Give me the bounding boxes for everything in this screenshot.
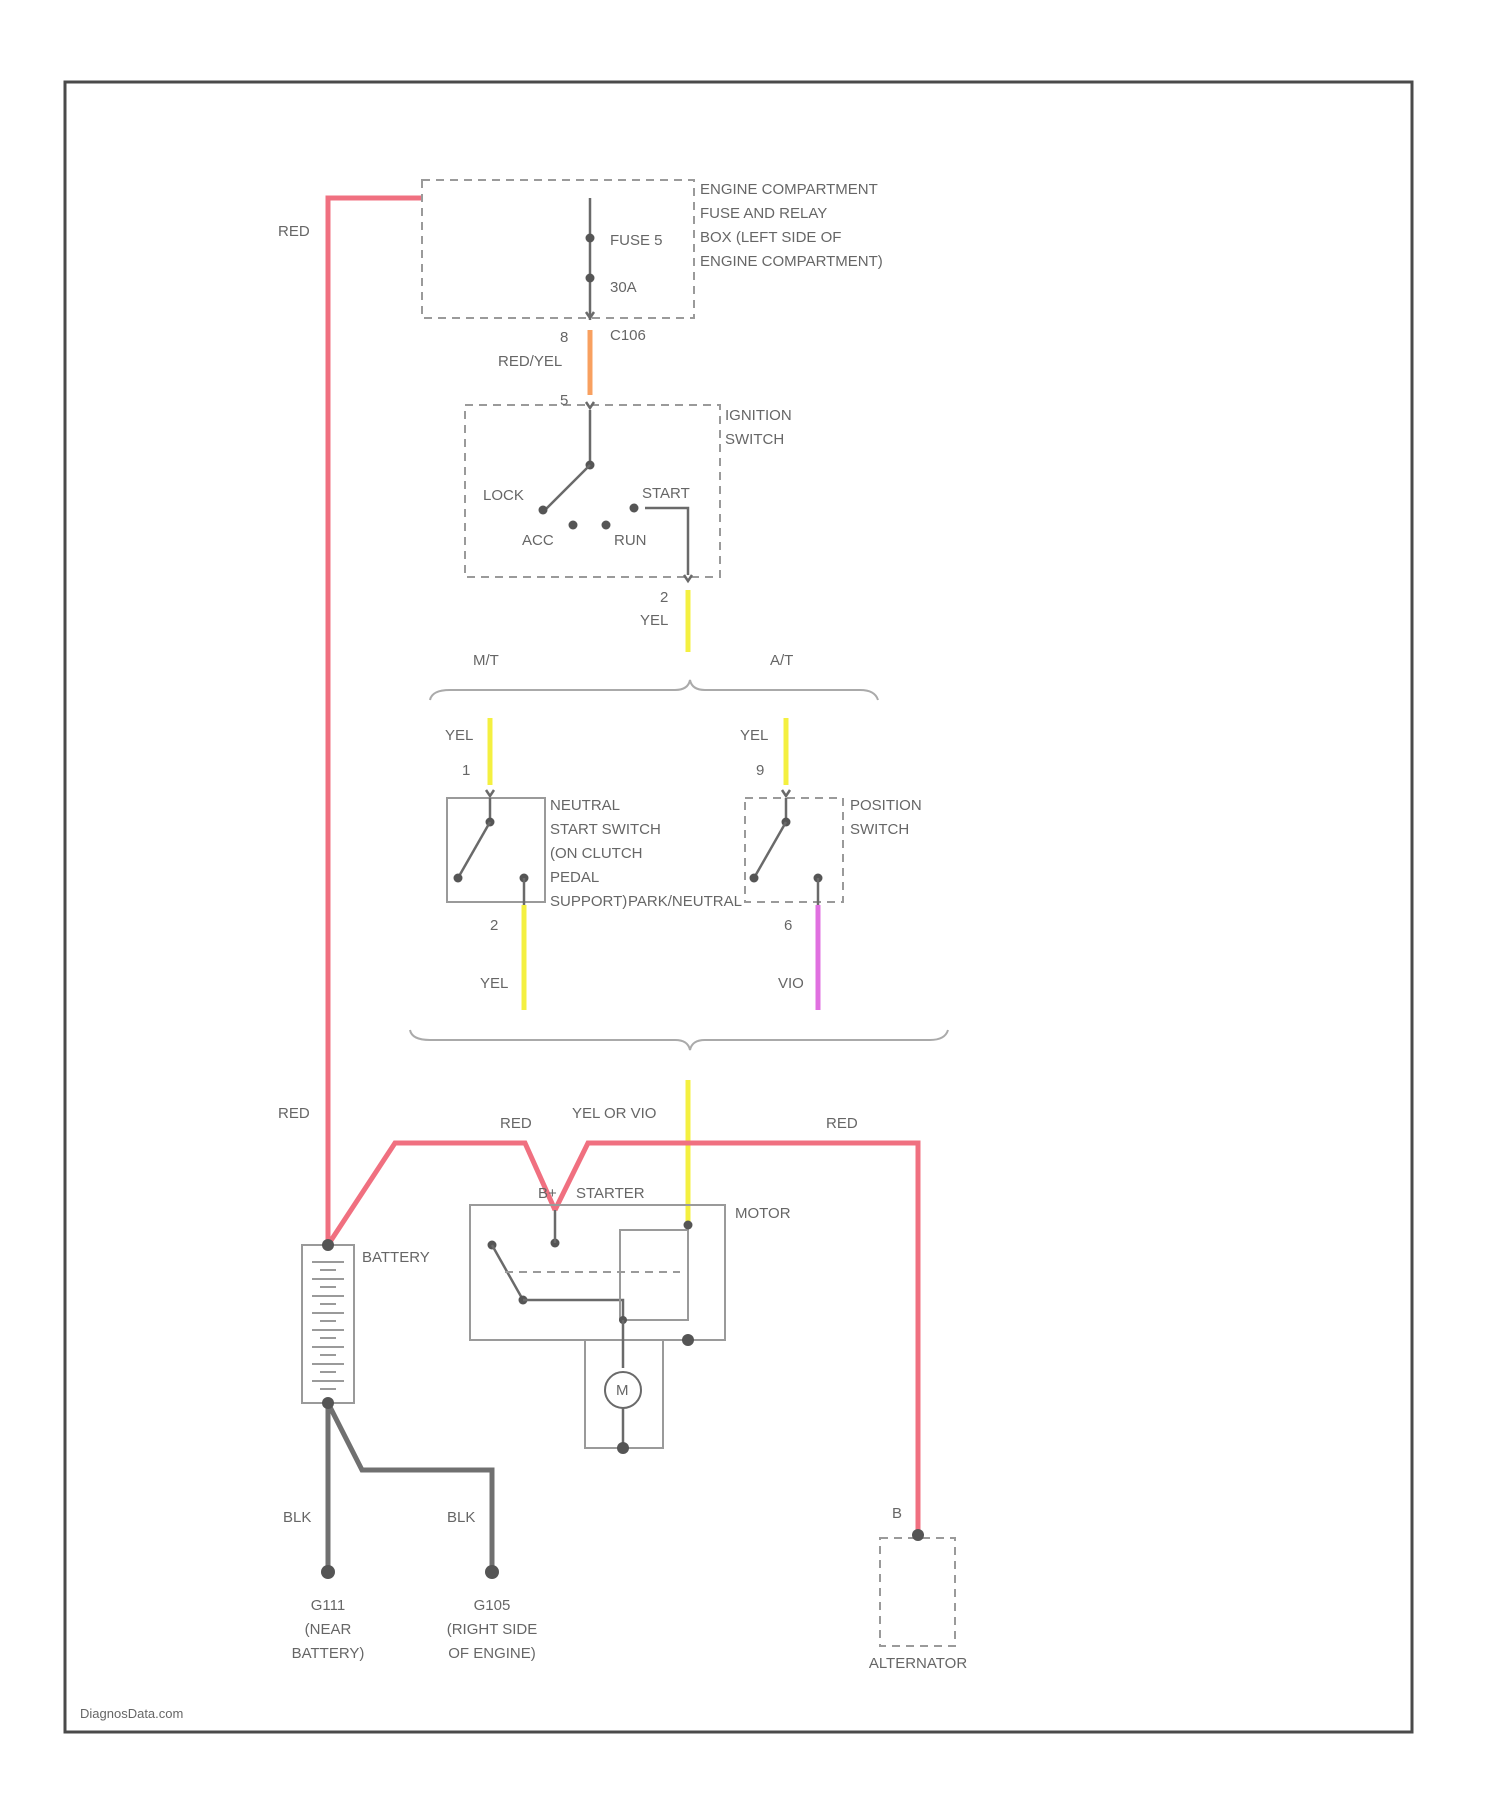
position-label-2: SWITCH [850, 821, 909, 838]
ground-g111-icon [321, 1565, 335, 1579]
variant-split-brace [430, 680, 878, 700]
neutral-start-switch [447, 798, 545, 902]
blk-wire-ground-2 [328, 1403, 492, 1572]
ground-g111-label-1: G111 [311, 1597, 345, 1614]
fuse-box-label-1: ENGINE COMPARTMENT [700, 181, 878, 198]
battery-cells [312, 1262, 344, 1389]
fuse-box [422, 180, 694, 318]
ignition-start-wire [645, 508, 688, 575]
ignition-acc-label: ACC [522, 532, 554, 549]
wire-label-red-battery: RED [278, 1105, 310, 1122]
red-wire-battery-starter [328, 1143, 555, 1245]
ground-g105-label-3: OF ENGINE) [448, 1645, 536, 1662]
fuse-node-top [586, 234, 595, 243]
ignition-lock-label: LOCK [483, 487, 524, 504]
ground-g111-label-2: (NEAR [305, 1621, 352, 1638]
neutral-label-5: SUPPORT) [550, 893, 627, 910]
ignition-label-1: IGNITION [725, 407, 792, 424]
variant-merge-brace [410, 1030, 948, 1050]
position-label-1: POSITION [850, 797, 922, 814]
ground-g105-label-1: G105 [474, 1597, 511, 1614]
footer-watermark: DiagnosData.com [80, 1706, 183, 1721]
position-pin-in: 9 [756, 762, 764, 779]
wire-label-vio: VIO [778, 975, 804, 992]
fuse-box-label-2: FUSE AND RELAY [700, 205, 827, 222]
wire-label-yel-ign: YEL [640, 612, 668, 629]
ignition-label-2: SWITCH [725, 431, 784, 448]
ignition-start-label: START [642, 485, 690, 502]
wire-label-red-top: RED [278, 223, 310, 240]
position-pivot-node [750, 874, 759, 883]
ignition-acc-contact [569, 521, 578, 530]
alternator-terminal-label: B [892, 1505, 902, 1522]
neutral-pivot-node [454, 874, 463, 883]
ignition-connector-out-icon [684, 575, 692, 581]
variant-mt-label: M/T [473, 652, 499, 669]
ground-g105-icon [485, 1565, 499, 1579]
starter-s-terminal [684, 1221, 693, 1230]
wire-label-yel-mt-out: YEL [480, 975, 508, 992]
wire-label-blk-2: BLK [447, 1509, 475, 1526]
neutral-pin-in: 1 [462, 762, 470, 779]
ignition-lock-contact [539, 506, 548, 515]
fuse-pin-out: 8 [560, 329, 568, 346]
position-pin-out: 6 [784, 917, 792, 934]
position-switch [745, 798, 843, 902]
battery-positive-terminal [322, 1239, 334, 1251]
fuse-rating: 30A [610, 279, 637, 296]
ignition-pin-out: 2 [660, 589, 668, 606]
neutral-switch-arm [458, 822, 490, 878]
starter-label: STARTER [576, 1185, 645, 1202]
ground-g111-label-3: BATTERY) [292, 1645, 365, 1662]
ground-g105-label-2: (RIGHT SIDE [447, 1621, 538, 1638]
neutral-label-2: START SWITCH [550, 821, 661, 838]
ignition-pin-in: 5 [560, 392, 568, 409]
motor-ground-node [617, 1442, 629, 1454]
wire-label-red-alternator: RED [826, 1115, 858, 1132]
battery-negative-terminal [322, 1397, 334, 1409]
wire-label-red-starter: RED [500, 1115, 532, 1132]
wire-label-yel-at-in: YEL [740, 727, 768, 744]
ignition-start-contact [630, 504, 639, 513]
wire-label-blk-1: BLK [283, 1509, 311, 1526]
starter-b-plus-label: B+ [538, 1185, 557, 1202]
alternator-b-terminal [912, 1529, 924, 1541]
fuse-label: FUSE 5 [610, 232, 663, 249]
neutral-label-3: (ON CLUTCH [550, 845, 643, 862]
battery [302, 1245, 354, 1403]
starter-internal-wire [523, 1300, 623, 1318]
wire-label-yel-or-vio: YEL OR VIO [572, 1105, 656, 1122]
alternator-label: ALTERNATOR [869, 1655, 968, 1672]
battery-label: BATTERY [362, 1249, 430, 1266]
starter-ground-node [682, 1334, 694, 1346]
alternator [880, 1538, 955, 1646]
starter-motor-label: MOTOR [735, 1205, 791, 1222]
fuse-node-bottom [586, 274, 595, 283]
variant-at-label: A/T [770, 652, 793, 669]
neutral-pin-out: 2 [490, 917, 498, 934]
ignition-run-contact [602, 521, 611, 530]
neutral-label-4: PEDAL [550, 869, 599, 886]
neutral-label-1: NEUTRAL [550, 797, 620, 814]
wire-label-yel-mt-in: YEL [445, 727, 473, 744]
position-switch-arm [754, 822, 786, 878]
position-connector-in-icon [782, 790, 790, 796]
motor-symbol-text: M [616, 1382, 629, 1399]
position-overlap-label: PARK/NEUTRAL [628, 893, 742, 910]
ignition-connector-in-icon [586, 402, 594, 408]
red-wire-battery-to-fuse [328, 198, 422, 1245]
neutral-connector-in-icon [486, 790, 494, 796]
fuse-box-label-3: BOX (LEFT SIDE OF [700, 229, 841, 246]
wire-label-red-yel: RED/YEL [498, 353, 562, 370]
ignition-run-label: RUN [614, 532, 647, 549]
fuse-box-label-4: ENGINE COMPARTMENT) [700, 253, 883, 270]
ignition-switch-arm [545, 465, 590, 510]
connector-c106-label: C106 [610, 327, 646, 344]
starter-solenoid-coil [620, 1230, 688, 1320]
